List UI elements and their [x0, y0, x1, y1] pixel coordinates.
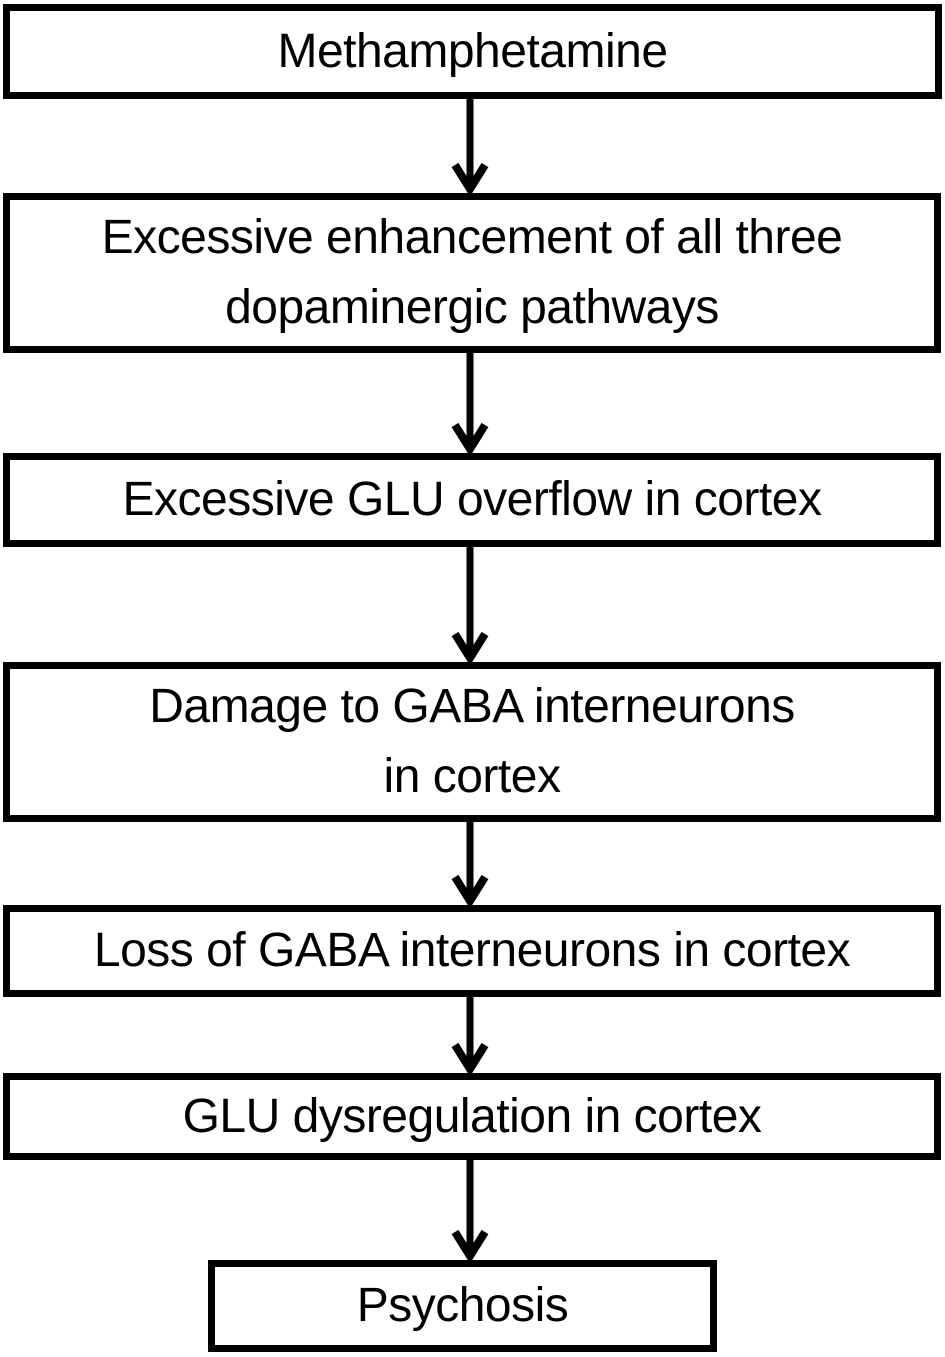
- node-label: Excessive enhancement of all three dopam…: [101, 211, 843, 334]
- node-label: Damage to GABA interneurons in cortex: [149, 680, 795, 803]
- node-psychosis: Psychosis: [208, 1260, 717, 1352]
- arrow-down-icon: [451, 822, 489, 905]
- arrow-down-icon: [451, 997, 489, 1073]
- node-label: Methamphetamine: [277, 24, 668, 78]
- node-glu-dysregulation: GLU dysregulation in cortex: [3, 1073, 941, 1160]
- arrow-down-icon: [451, 1160, 489, 1260]
- node-dopaminergic-enhancement: Excessive enhancement of all three dopam…: [3, 193, 941, 353]
- arrow-down-icon: [451, 353, 489, 453]
- arrow-down-icon: [451, 99, 489, 193]
- node-gaba-loss: Loss of GABA interneurons in cortex: [3, 905, 941, 997]
- node-glu-overflow: Excessive GLU overflow in cortex: [3, 453, 941, 547]
- node-gaba-damage: Damage to GABA interneurons in cortex: [3, 662, 941, 822]
- node-label: Excessive GLU overflow in cortex: [122, 473, 822, 527]
- node-label: GLU dysregulation in cortex: [182, 1089, 762, 1143]
- arrow-down-icon: [451, 547, 489, 662]
- node-label: Loss of GABA interneurons in cortex: [93, 924, 851, 978]
- node-label: Psychosis: [356, 1279, 569, 1333]
- node-methamphetamine: Methamphetamine: [3, 4, 942, 99]
